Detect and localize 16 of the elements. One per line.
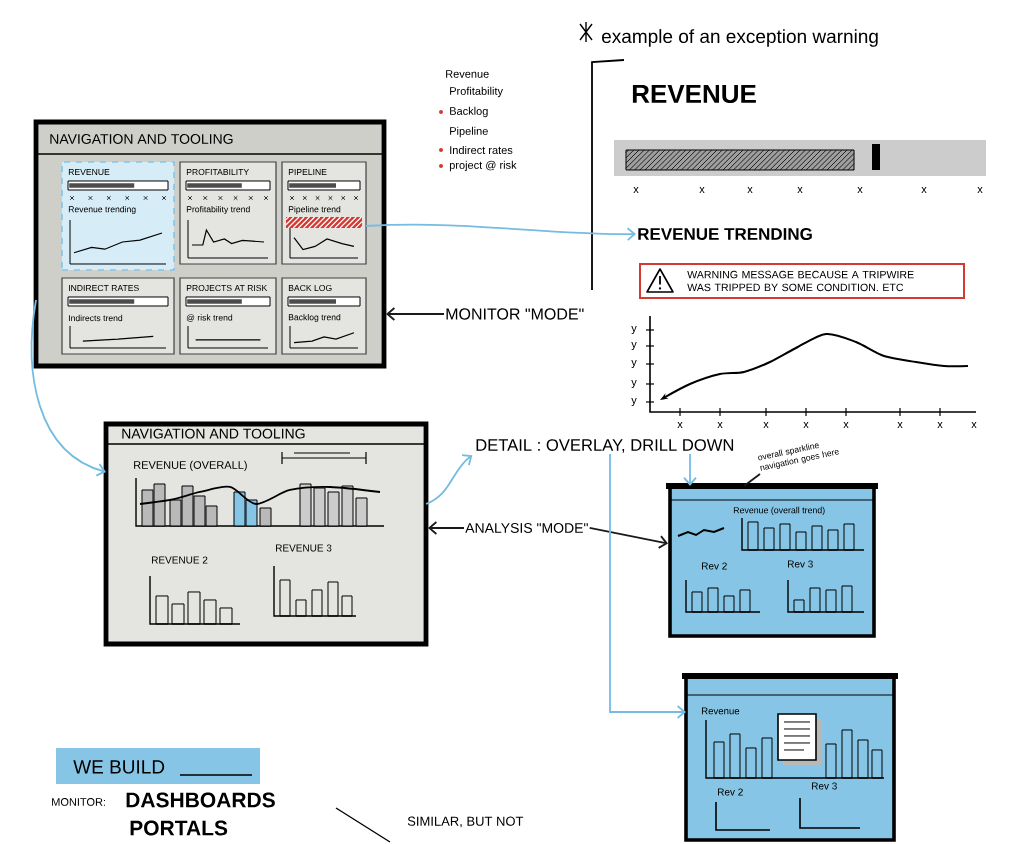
arrow: [588, 527, 669, 549]
chart-title: REVENUE: [632, 84, 756, 104]
mode-label: MONITOR "MODE": [446, 308, 584, 320]
leader-line: [743, 473, 761, 487]
arrow: [425, 454, 473, 505]
arrow: [365, 223, 636, 242]
arrow: [30, 299, 106, 477]
note-text: DETAIL : OVERLAY, DRILL DOWN: [476, 439, 734, 453]
note-text: example of an exception warning: [602, 29, 878, 47]
list-item: PORTALS: [130, 820, 228, 836]
arrow: [428, 521, 465, 535]
chart-title: REVENUE TRENDING: [638, 228, 812, 240]
arrow: [609, 453, 686, 719]
arrow: [683, 453, 697, 486]
arrow: [386, 307, 445, 321]
heading-band: WE BUILD: [56, 748, 260, 784]
